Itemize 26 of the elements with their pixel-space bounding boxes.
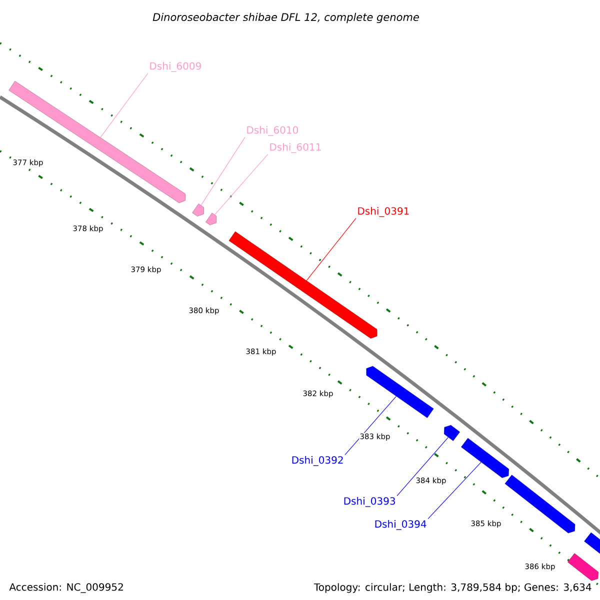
gene-label: Dshi_0392 — [292, 456, 343, 466]
leader-line — [428, 462, 482, 520]
gene-bar — [461, 438, 509, 478]
leader-line — [100, 72, 148, 138]
gene-bar — [8, 80, 186, 204]
gene-label: Dshi_6010 — [247, 126, 298, 136]
gene-label: Dshi_6011 — [270, 143, 321, 153]
leader-line — [200, 136, 246, 206]
leader-line — [344, 396, 397, 456]
gene-bar — [444, 425, 460, 441]
gene-label: Dshi_6009 — [150, 62, 201, 72]
footer-text: Accession: NC_009952 — [9, 583, 123, 593]
title: Dinoroseobacter shibae DFL 12, complete genome — [152, 12, 419, 24]
gene-label: Dshi_0393 — [344, 497, 395, 507]
leader-line — [396, 437, 449, 496]
leader-line — [306, 218, 356, 281]
gene-label: Dshi_0391 — [358, 207, 409, 217]
gene-bar — [206, 212, 216, 226]
gene-bar — [504, 474, 576, 534]
footer-text: Topology: circular; Length: 3,789,584 bp; Genes: 3,634 — [314, 583, 592, 593]
gene-bar — [568, 553, 598, 581]
gene-label: Dshi_0394 — [375, 520, 426, 530]
gene-bar — [192, 204, 204, 216]
leader-line — [214, 154, 268, 215]
gene-bar — [228, 231, 378, 339]
gene-bar — [366, 366, 434, 418]
